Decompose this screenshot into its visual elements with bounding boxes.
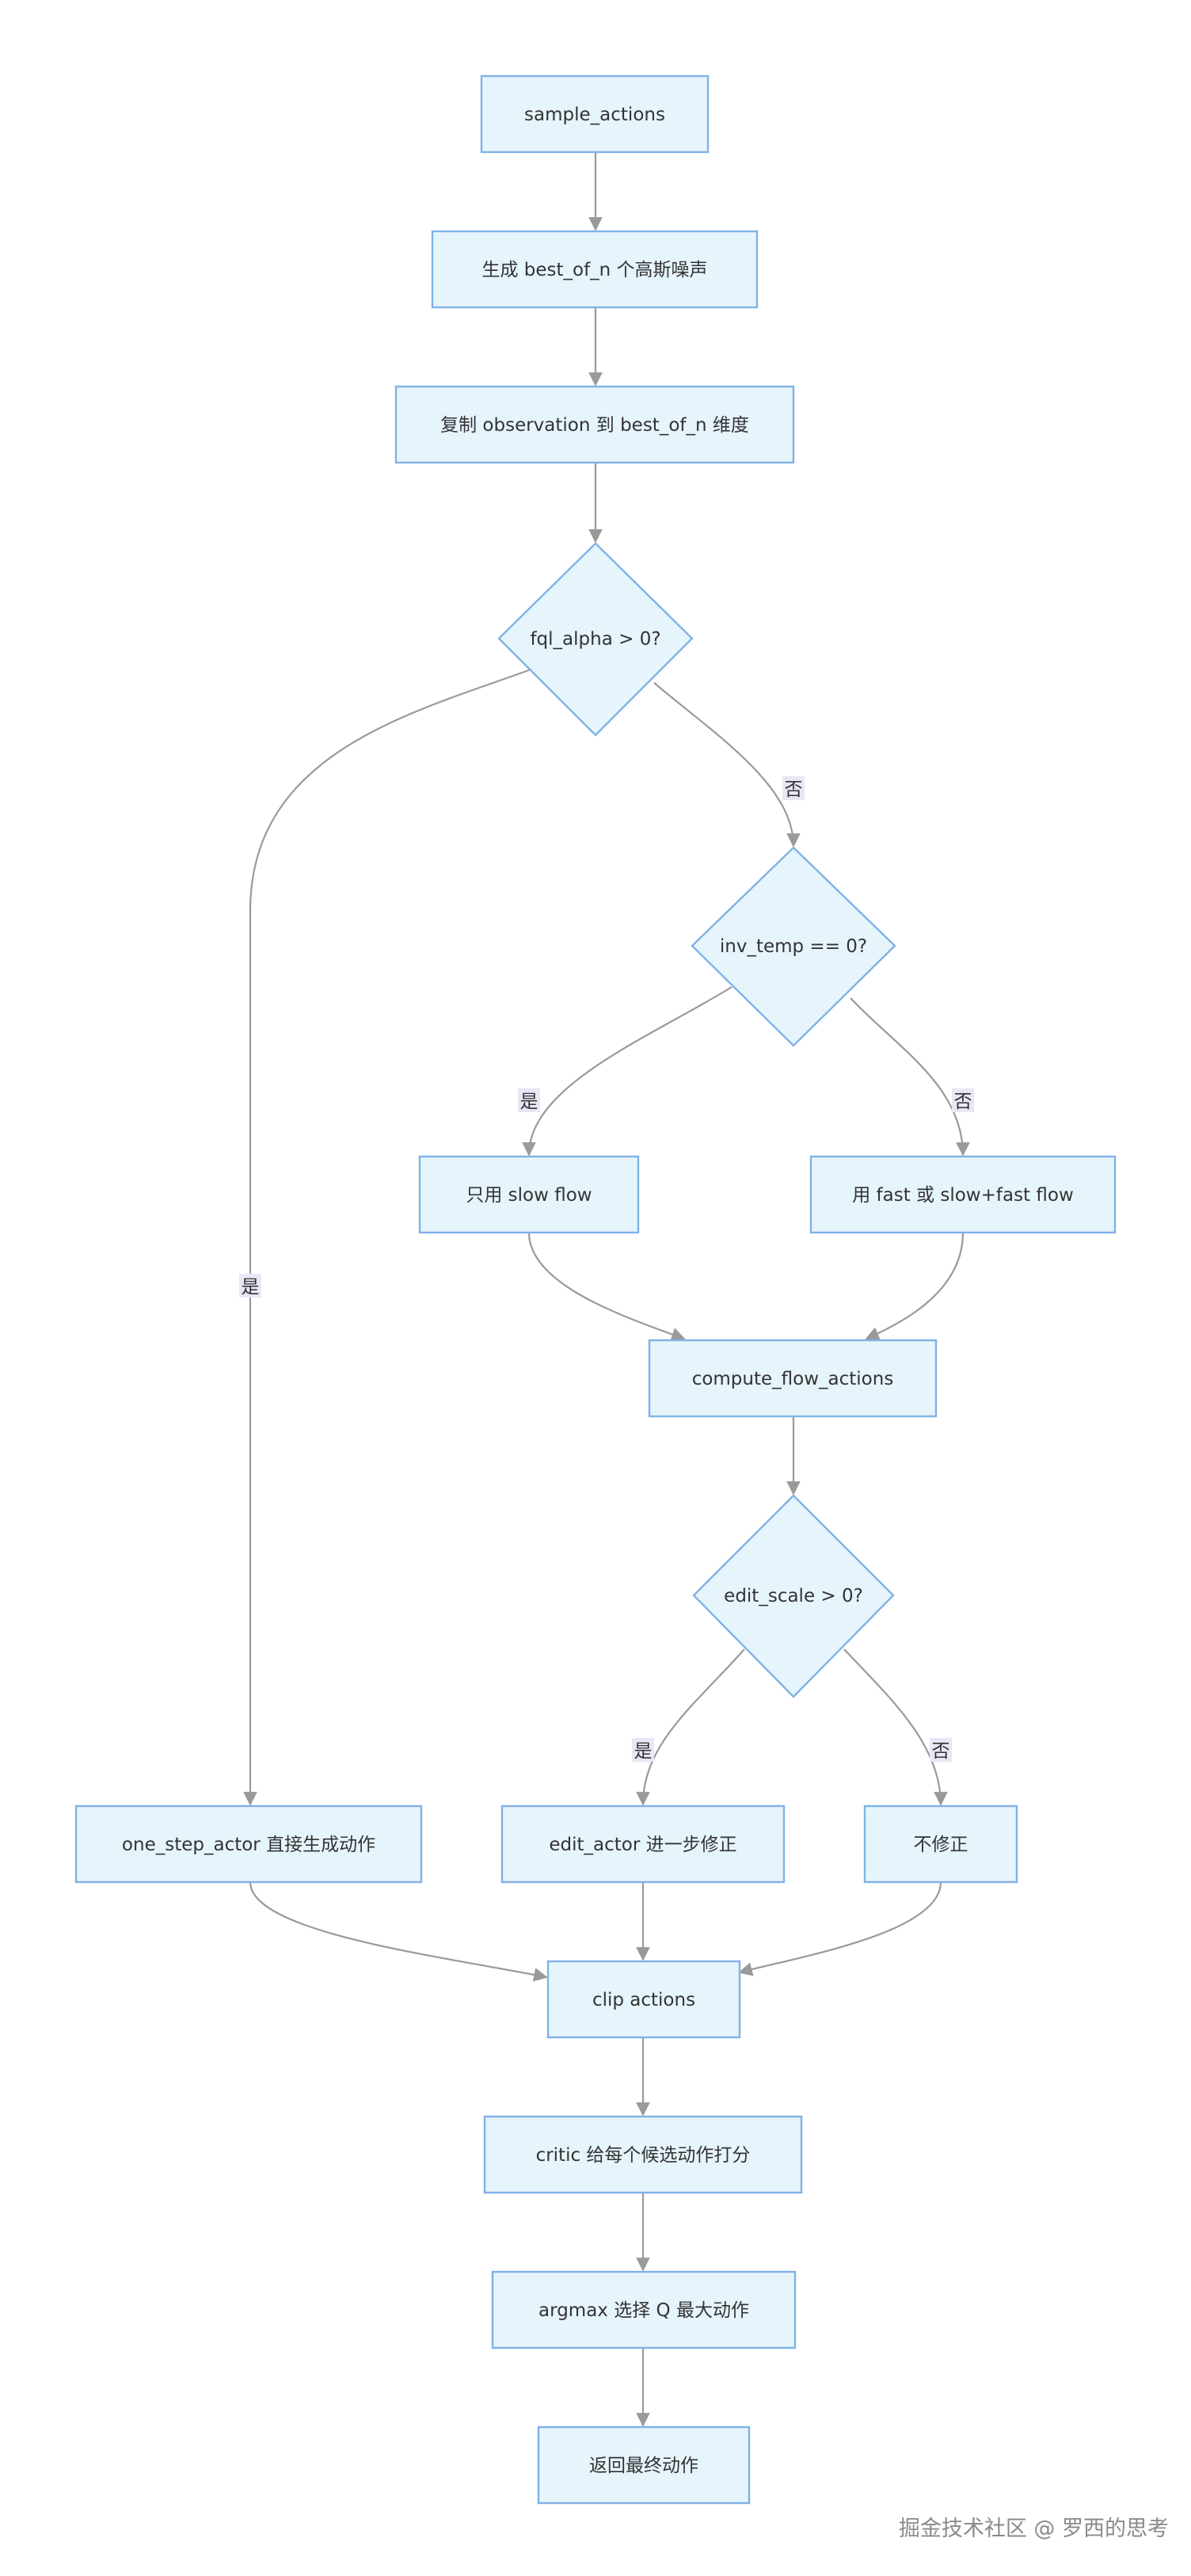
node-argmax-label: argmax 选择 Q 最大动作 (538, 2300, 749, 2321)
node-gen-noise-label: 生成 best_of_n 个高斯噪声 (481, 260, 707, 280)
edge-fql-yes (243, 669, 530, 1806)
node-inv-temp-label: inv_temp == 0? (720, 936, 867, 957)
node-edit-actor-label: edit_actor 进一步修正 (549, 1835, 736, 1855)
node-return: 返回最终动作 (537, 2425, 751, 2505)
node-critic: critic 给每个候选动作打分 (483, 2115, 803, 2194)
node-slow-flow: 只用 slow flow (418, 1155, 640, 1234)
watermark: 掘金技术社区 @ 罗西的思考 (898, 2517, 1169, 2541)
edge-label-fql-yes: 是 (242, 1277, 260, 1298)
node-critic-label: critic 给每个候选动作打分 (536, 2145, 751, 2166)
node-gen-noise: 生成 best_of_n 个高斯噪声 (431, 230, 759, 309)
edge-onestep-to-clip (249, 1881, 548, 1982)
node-one-step-label: one_step_actor 直接生成动作 (122, 1835, 375, 1855)
edges (243, 152, 970, 2427)
node-no-fix: 不修正 (863, 1804, 1018, 1884)
node-clip: clip actions (546, 1960, 741, 2039)
node-fast-flow-label: 用 fast 或 slow+fast flow (852, 1185, 1074, 1206)
node-sample-actions: sample_actions (480, 74, 710, 154)
node-edit-scale-label: edit_scale > 0? (724, 1586, 863, 1606)
node-sample-actions-label: sample_actions (524, 105, 665, 125)
node-compute-flow: compute_flow_actions (648, 1339, 938, 1418)
node-fql-alpha: fql_alpha > 0? (497, 542, 694, 737)
node-fql-alpha-label: fql_alpha > 0? (530, 629, 660, 650)
node-copy-obs-label: 复制 observation 到 best_of_n 维度 (440, 415, 749, 436)
edge-labels: 否 是 是 否 是 否 (239, 776, 974, 1762)
edge-label-edit-no: 否 (932, 1741, 950, 1762)
node-fast-flow: 用 fast 或 slow+fast flow (809, 1155, 1117, 1234)
edge-fql-no (653, 682, 801, 848)
edge-inv-yes (522, 986, 732, 1157)
node-slow-flow-label: 只用 slow flow (466, 1185, 592, 1206)
edge-edit-yes (636, 1648, 745, 1806)
edge-edit-no (843, 1648, 948, 1806)
edge-slow-to-compute (527, 1232, 686, 1341)
node-edit-actor: edit_actor 进一步修正 (500, 1804, 786, 1884)
node-copy-obs: 复制 observation 到 best_of_n 维度 (394, 385, 795, 464)
edge-label-fql-no: 否 (785, 779, 803, 800)
node-inv-temp: inv_temp == 0? (691, 846, 896, 1047)
node-return-label: 返回最终动作 (589, 2456, 698, 2476)
edge-label-inv-no: 否 (954, 1092, 972, 1112)
edge-inv-no (850, 997, 970, 1157)
edge-fast-to-compute (865, 1232, 965, 1340)
node-clip-label: clip actions (592, 1990, 695, 2010)
edge-label-inv-yes: 是 (520, 1092, 538, 1112)
edge-nofix-to-clip (738, 1881, 942, 1976)
nodes: sample_actions 生成 best_of_n 个高斯噪声 复制 obs… (74, 74, 1117, 2505)
node-compute-flow-label: compute_flow_actions (692, 1369, 894, 1389)
edge-label-edit-yes: 是 (634, 1741, 653, 1762)
node-one-step: one_step_actor 直接生成动作 (74, 1804, 423, 1884)
node-argmax: argmax 选择 Q 最大动作 (491, 2270, 797, 2349)
node-edit-scale: edit_scale > 0? (692, 1494, 895, 1698)
node-no-fix-label: 不修正 (914, 1835, 968, 1855)
